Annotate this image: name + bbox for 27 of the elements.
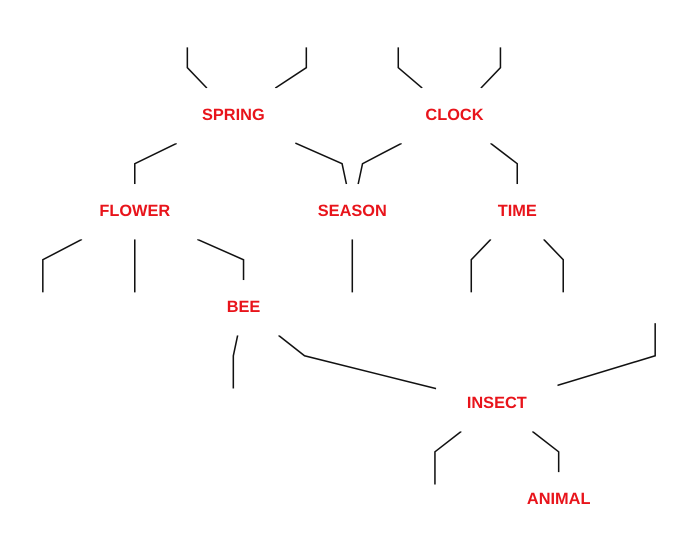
connector [556,323,656,386]
connector [232,335,238,388]
connector [397,47,422,89]
connector [134,239,136,292]
connector [134,142,177,184]
node-text: BEE [226,298,260,316]
connector [351,239,353,292]
connector [542,238,564,292]
connector [470,238,491,292]
node-text: INSECT [466,394,526,412]
node-text: SPRING [201,106,264,124]
connector [294,142,347,184]
connector [42,238,82,292]
connector [356,142,402,184]
node-text: TIME [497,202,536,220]
connector [274,47,307,89]
node-text: SEASON [317,202,386,220]
connector [531,430,559,472]
connector [434,430,462,484]
node-text: ANIMAL [526,490,590,508]
connector [186,47,207,89]
connector [480,47,501,89]
node-text: FLOWER [98,202,170,220]
connector [278,334,436,390]
connector [196,238,244,280]
connector [490,142,518,184]
node-text: CLOCK [424,106,484,124]
